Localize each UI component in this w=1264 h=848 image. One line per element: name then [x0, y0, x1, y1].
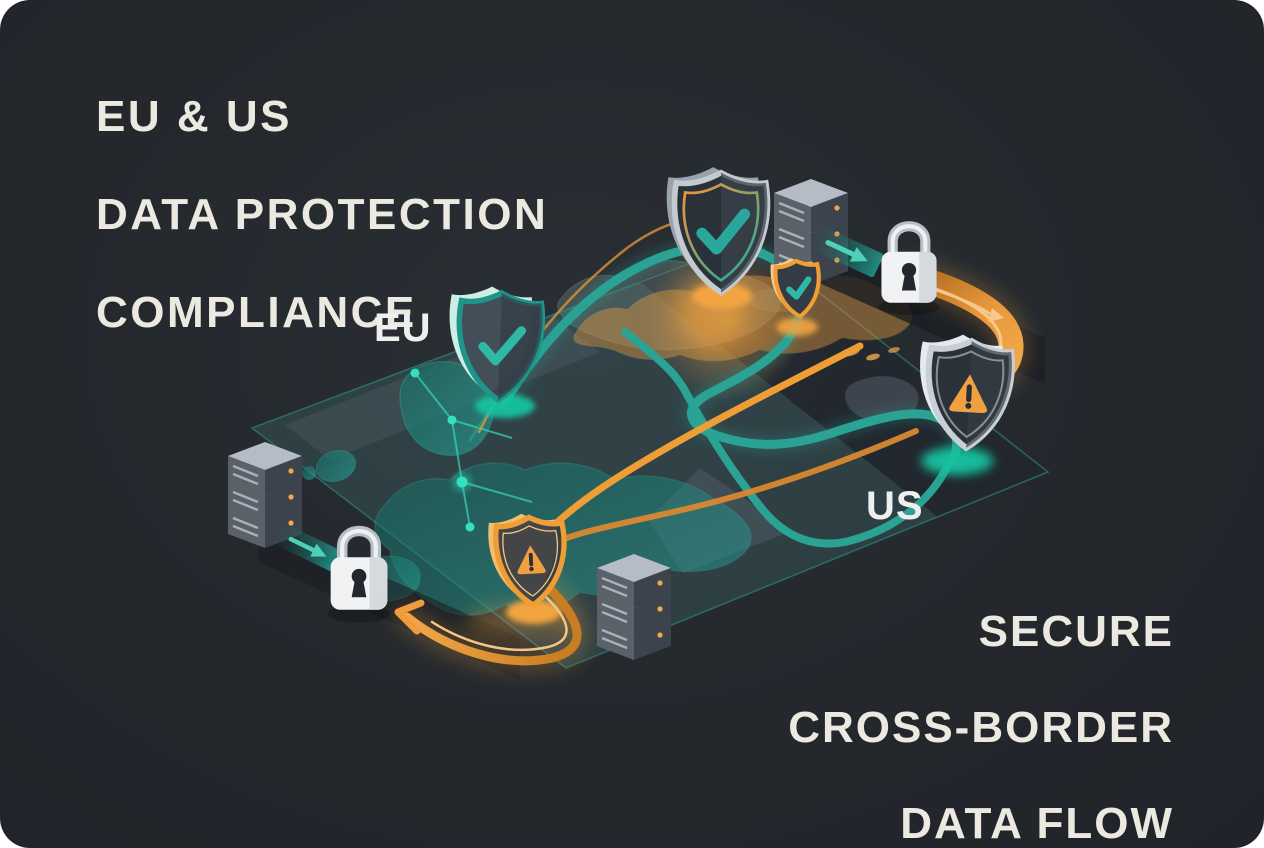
network-nodes — [410, 368, 533, 532]
teal-flow-arrow-icon-bottom-left — [273, 523, 341, 571]
caption-line-3: DATA FLOW — [900, 799, 1174, 848]
caption-line-2: CROSS-BORDER — [788, 703, 1174, 752]
headline-line-3: COMPLIANCE — [96, 288, 417, 337]
teal-flow-arrow-icon-top-right — [808, 224, 884, 278]
headline-line-1: EU & US — [96, 92, 292, 141]
data-flow-ribbons-teal — [468, 237, 966, 548]
caption: SECURE CROSS-BORDER DATA FLOW — [788, 608, 1174, 848]
headline: EU & US DATA PROTECTION COMPLIANCE — [96, 92, 548, 337]
padlock-icon-bottom-left — [328, 531, 391, 623]
icon-glows — [465, 283, 993, 640]
headline-line-2: DATA PROTECTION — [96, 190, 549, 239]
caption-line-1: SECURE — [978, 607, 1174, 656]
server-stack-icon-bottom-center — [595, 552, 673, 662]
us-region-label: US — [866, 484, 924, 528]
eu-region-label: EU — [374, 306, 432, 350]
orange-return-arrow-icon — [394, 571, 590, 674]
padlock-icon-top-right — [878, 226, 939, 315]
